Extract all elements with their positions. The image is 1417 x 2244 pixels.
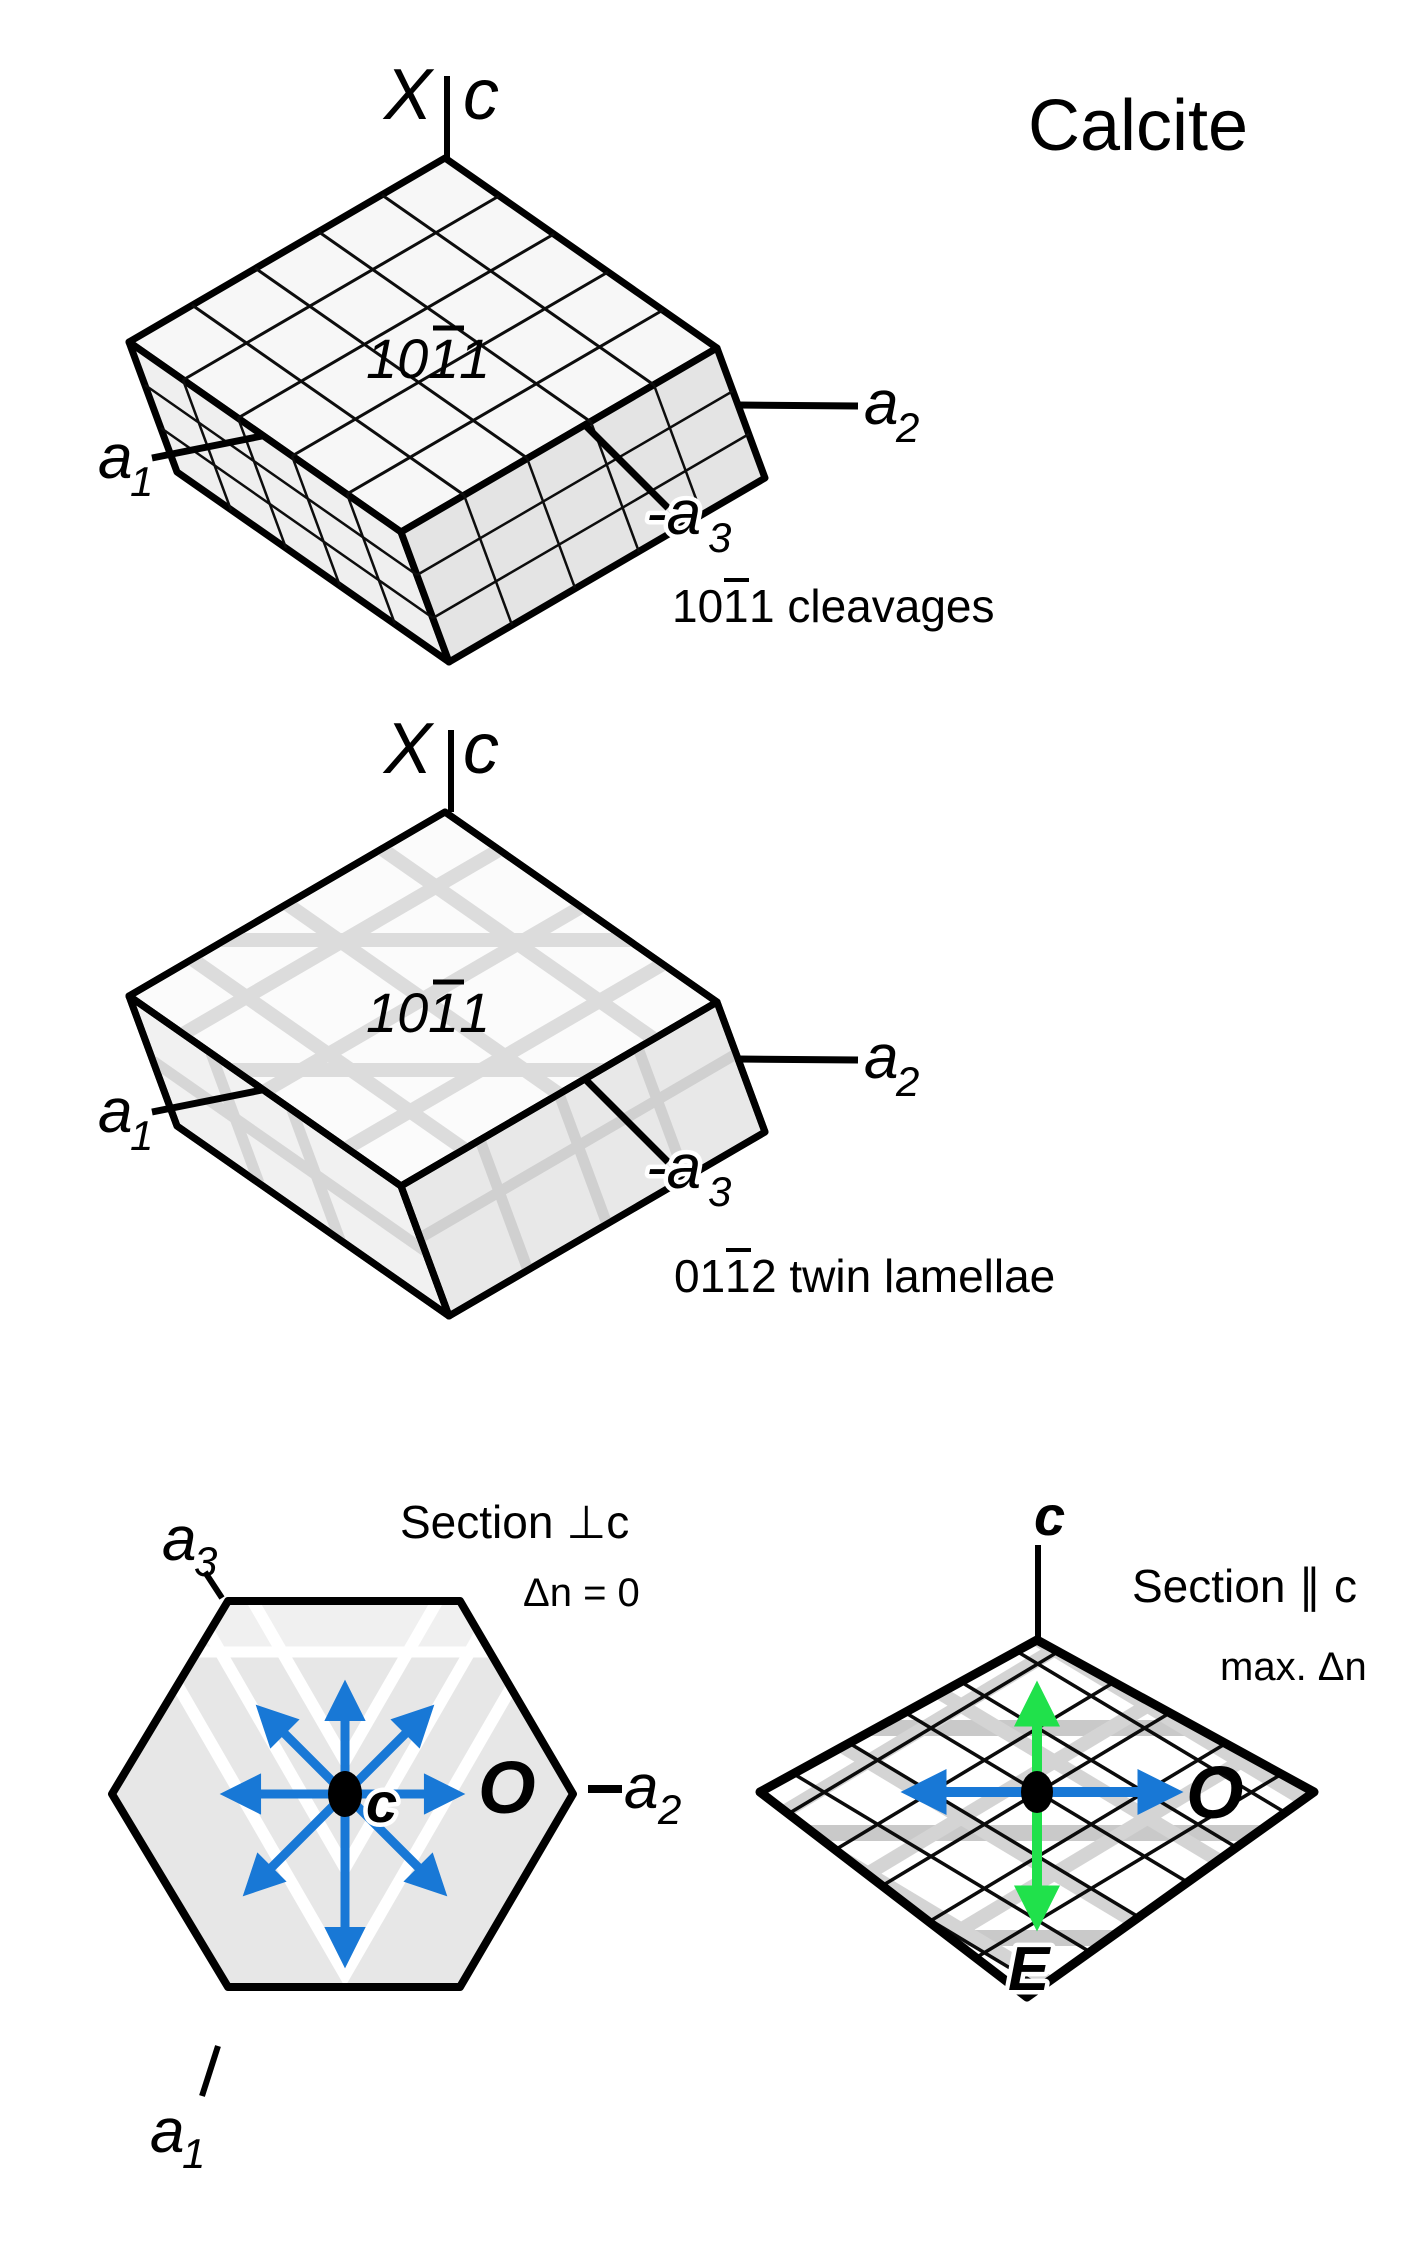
crystal2-caption: 01 1 2 twin lamellae	[674, 1248, 1055, 1302]
section-perp-title: Section ⊥c	[400, 1496, 629, 1548]
face-label-pre: 10	[366, 981, 428, 1044]
crystal1-group: X c 10 1 1 a 1 a 2 -a 3 10 1 1 cleavages	[98, 55, 995, 666]
hexagon-o-ray-label: O	[478, 1746, 536, 1829]
crystal1-a2-label: a	[864, 369, 898, 438]
crystal1-a1-leader	[151, 432, 263, 462]
crystal1-c-axis-label: c	[463, 55, 499, 135]
crystal1-x-axis-label: X	[382, 55, 435, 135]
caption-bar-digit: 1	[725, 1250, 751, 1302]
section-par-subtitle: max. Δn	[1220, 1645, 1367, 1689]
caption-post: 1 cleavages	[749, 580, 995, 632]
crystal2-a3-leader	[582, 1076, 671, 1165]
crystal1-a2-leader	[737, 401, 859, 410]
crystal1-a1-label: a	[98, 423, 132, 492]
caption-post: 2 twin lamellae	[751, 1250, 1055, 1302]
crystal2-a3-sub: 3	[708, 1168, 731, 1215]
caption-bar-digit: 1	[723, 580, 749, 632]
crystal1-caption: 10 1 1 cleavages	[672, 578, 995, 632]
crystal2-group: X c 10 1 1 a 1 a 2 -a 3 01 1 2 twin lame…	[98, 709, 1055, 1320]
crystal1-cleavage-grid	[144, 193, 750, 626]
diamond-outline	[755, 1635, 1319, 2002]
crystal1-a3-leader	[582, 422, 671, 511]
hexagon-a1-label: a	[150, 2097, 184, 2166]
face-label-post: 1	[459, 327, 490, 390]
hexagon-a2-label: a	[624, 1753, 658, 1822]
diamond-c-label: c	[1034, 1484, 1065, 1547]
diamond-center-dot	[1021, 1771, 1053, 1813]
hexagon-a3-label: a	[162, 1505, 196, 1574]
crystal2-a1-leader	[151, 1086, 263, 1116]
hexagon-a1-tick	[199, 2045, 221, 2097]
diamond-e-ray-label: E	[1008, 1935, 1051, 2004]
hexagon-a2-sub: 2	[657, 1786, 681, 1833]
hexagon-a3-tick	[202, 1570, 225, 1600]
crystal2-a2-leader	[737, 1055, 859, 1064]
diamond-o-ray-label: O	[1186, 1751, 1244, 1834]
hexagon-center-dot	[328, 1771, 362, 1817]
caption-pre: 01	[674, 1250, 725, 1302]
hexagon-a3-sub: 3	[194, 1538, 217, 1585]
crystal2-a1-label: a	[98, 1077, 132, 1146]
hexagon-c-label: c	[366, 1771, 397, 1834]
face-label-bar-digit: 1	[428, 981, 459, 1044]
page-title: Calcite	[1028, 86, 1248, 166]
crystal2-a2-label: a	[864, 1023, 898, 1092]
crystal1-a3-sub: 3	[708, 514, 731, 561]
crystal1-a3-label: -a	[646, 479, 701, 548]
hexagon-a1-sub: 1	[182, 2130, 205, 2177]
crystal1-a2-sub: 2	[895, 404, 919, 451]
crystal2-a3-label: -a	[646, 1133, 701, 1202]
section-perp-group: Section ⊥c Δn = 0 c O a 3 a 1 a 2	[108, 1496, 681, 2177]
face-label-pre: 10	[366, 327, 428, 390]
crystal2-x-axis-label: X	[382, 709, 435, 789]
crystal2-face-label: 10 1 1	[366, 979, 490, 1044]
face-label-post: 1	[459, 981, 490, 1044]
crystal2-a1-sub: 1	[130, 1112, 153, 1159]
crystal2-right-outline	[397, 998, 769, 1320]
crystal2-c-axis-label: c	[463, 709, 499, 789]
section-par-title: Section ∥ c	[1132, 1560, 1357, 1612]
crystal2-a2-sub: 2	[895, 1058, 919, 1105]
section-perp-subtitle: Δn = 0	[523, 1571, 640, 1615]
crystal1-a1-sub: 1	[130, 458, 153, 505]
caption-pre: 10	[672, 580, 723, 632]
crystal1-face-label: 10 1 1	[366, 325, 490, 390]
face-label-bar-digit: 1	[428, 327, 459, 390]
section-par-group: Section ∥ c max. Δn c O E	[755, 1484, 1367, 2009]
hexagon-outline	[108, 1597, 577, 1991]
